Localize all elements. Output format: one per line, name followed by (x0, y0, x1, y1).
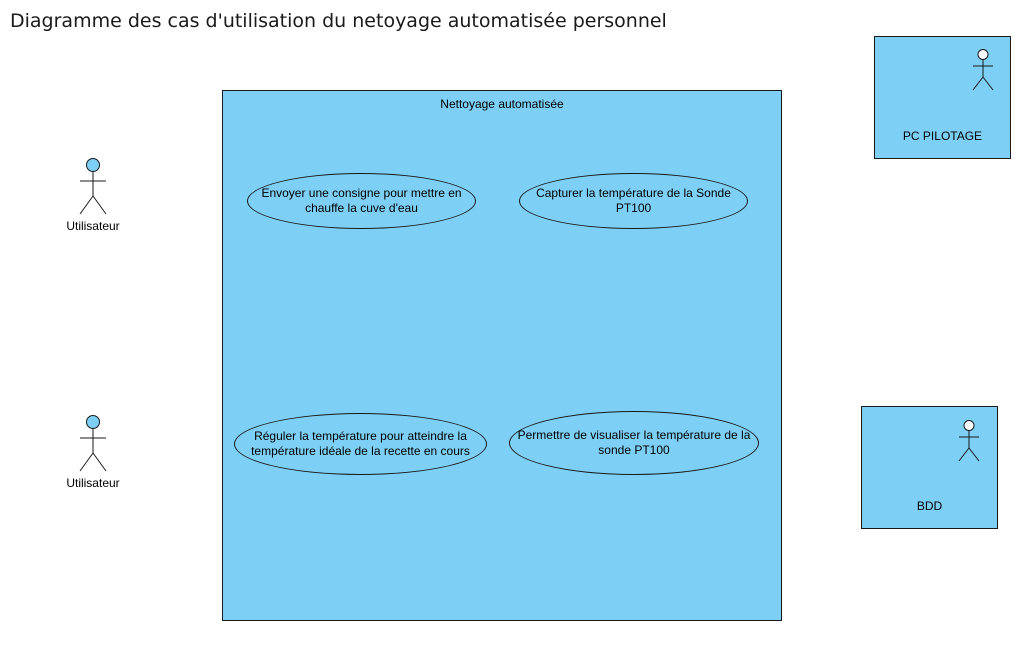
diagram-title: Diagramme des cas d'utilisation du netoy… (10, 10, 667, 32)
actor-utilisateur-1[interactable]: Utilisateur (62, 158, 124, 233)
stick-figure-icon (79, 158, 107, 215)
stick-figure-icon (958, 420, 980, 462)
system-boundary[interactable]: Nettoyage automatisée Envoyer une consig… (222, 90, 782, 621)
use-case-visualiser-temperature[interactable]: Permettre de visualiser la température d… (509, 411, 759, 475)
use-case-envoyer-consigne[interactable]: Envoyer une consigne pour mettre en chau… (247, 173, 476, 229)
external-system-label: BDD (916, 499, 943, 513)
actor-label: Utilisateur (66, 476, 120, 490)
use-case-label: Capturer la température de la Sonde PT10… (536, 186, 731, 215)
actor-label: Utilisateur (66, 219, 120, 233)
stick-figure-icon (79, 415, 107, 472)
external-system-label: PC PILOTAGE (902, 129, 983, 143)
external-system-bdd[interactable]: BDD (861, 406, 998, 529)
system-label: Nettoyage automatisée (440, 97, 564, 111)
actor-utilisateur-2[interactable]: Utilisateur (62, 415, 124, 490)
stick-figure-icon (972, 49, 994, 91)
use-case-label: Permettre de visualiser la température d… (517, 428, 751, 457)
external-system-pc-pilotage[interactable]: PC PILOTAGE (874, 36, 1011, 159)
use-case-label: Envoyer une consigne pour mettre en chau… (261, 186, 462, 215)
use-case-capturer-temperature[interactable]: Capturer la température de la Sonde PT10… (519, 173, 748, 229)
use-case-reguler-temperature[interactable]: Réguler la température pour atteindre la… (234, 413, 487, 475)
use-case-label: Réguler la température pour atteindre la… (251, 429, 470, 458)
